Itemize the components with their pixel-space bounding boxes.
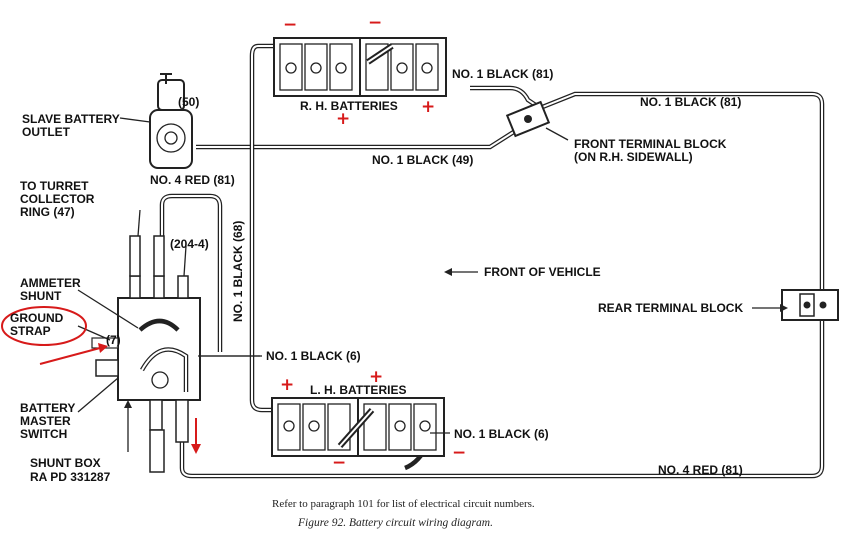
- label-no1-black-6-a: NO. 1 BLACK (6): [266, 349, 361, 363]
- label-front-terminal-2: (ON R.H. SIDEWALL): [574, 150, 693, 164]
- rh-batteries: [273, 37, 447, 97]
- label-ground-1: GROUND: [10, 311, 64, 325]
- label-rh-batteries: R. H. BATTERIES: [300, 99, 398, 113]
- rh-plus-right: +: [421, 97, 435, 117]
- label-ammeter-1: AMMETER: [20, 276, 81, 290]
- rh-plus-left: +: [336, 109, 350, 129]
- label-slave-outlet-2: OUTLET: [22, 125, 71, 139]
- label-no1-black-68: NO. 1 BLACK (68): [231, 221, 245, 322]
- label-master-2: MASTER: [20, 414, 71, 428]
- label-master-3: SWITCH: [20, 427, 67, 441]
- label-rear-terminal: REAR TERMINAL BLOCK: [598, 301, 743, 315]
- label-ammeter-2: SHUNT: [20, 289, 62, 303]
- label-front-terminal-1: FRONT TERMINAL BLOCK: [574, 137, 727, 151]
- master-switch-pointer: [77, 377, 119, 413]
- label-front-of-vehicle: FRONT OF VEHICLE: [484, 265, 601, 279]
- rh-minus-right: −: [368, 13, 382, 33]
- label-no1-black-49: NO. 1 BLACK (49): [372, 153, 473, 167]
- label-ground-2: STRAP: [10, 324, 51, 338]
- front-terminal-block: [505, 100, 569, 141]
- label-slave-outlet-1: SLAVE BATTERY: [22, 112, 120, 126]
- rear-terminal-block: [781, 289, 839, 321]
- lh-plus-left: +: [280, 375, 294, 395]
- shunt-box: [91, 209, 201, 473]
- label-to-turret-2: COLLECTOR: [20, 192, 95, 206]
- label-shunt-box: SHUNT BOX: [30, 456, 101, 470]
- label-ref-204: (204-4): [170, 237, 209, 251]
- ground-pointer: [77, 325, 111, 341]
- wire-no1-black-49: [196, 126, 522, 150]
- label-no4-red-top: NO. 4 RED (81): [150, 173, 235, 187]
- caption-line1: Refer to paragraph 101 for list of elect…: [272, 498, 535, 510]
- lh-minus-left: −: [332, 453, 346, 473]
- label-ref-7: (7): [106, 333, 121, 347]
- rh-minus-left: −: [283, 15, 297, 35]
- caption-line2: Figure 92. Battery circuit wiring diagra…: [297, 517, 493, 529]
- label-no1-black-81-a: NO. 1 BLACK (81): [452, 67, 553, 81]
- ground-strap-highlight: [1, 306, 87, 346]
- label-no1-black-6-b: NO. 1 BLACK (6): [454, 427, 549, 441]
- label-no1-black-81-b: NO. 1 BLACK (81): [640, 95, 741, 109]
- lh-minus-right: −: [452, 443, 466, 463]
- label-lh-batteries: L. H. BATTERIES: [310, 383, 406, 397]
- lh-plus-right: +: [369, 367, 383, 387]
- red-arrow-ground: [39, 347, 101, 365]
- ammeter-pointer: [77, 289, 139, 329]
- label-to-turret-1: TO TURRET: [20, 179, 89, 193]
- label-no4-red-81-bottom: NO. 4 RED (81): [658, 463, 743, 477]
- lh-batteries: [271, 397, 445, 457]
- label-ra-pd: RA PD 331287: [30, 470, 111, 484]
- label-to-turret-3: RING (47): [20, 205, 75, 219]
- label-slave-ref: (50): [178, 95, 199, 109]
- slave-battery-outlet: [119, 73, 193, 169]
- label-master-1: BATTERY: [20, 401, 75, 415]
